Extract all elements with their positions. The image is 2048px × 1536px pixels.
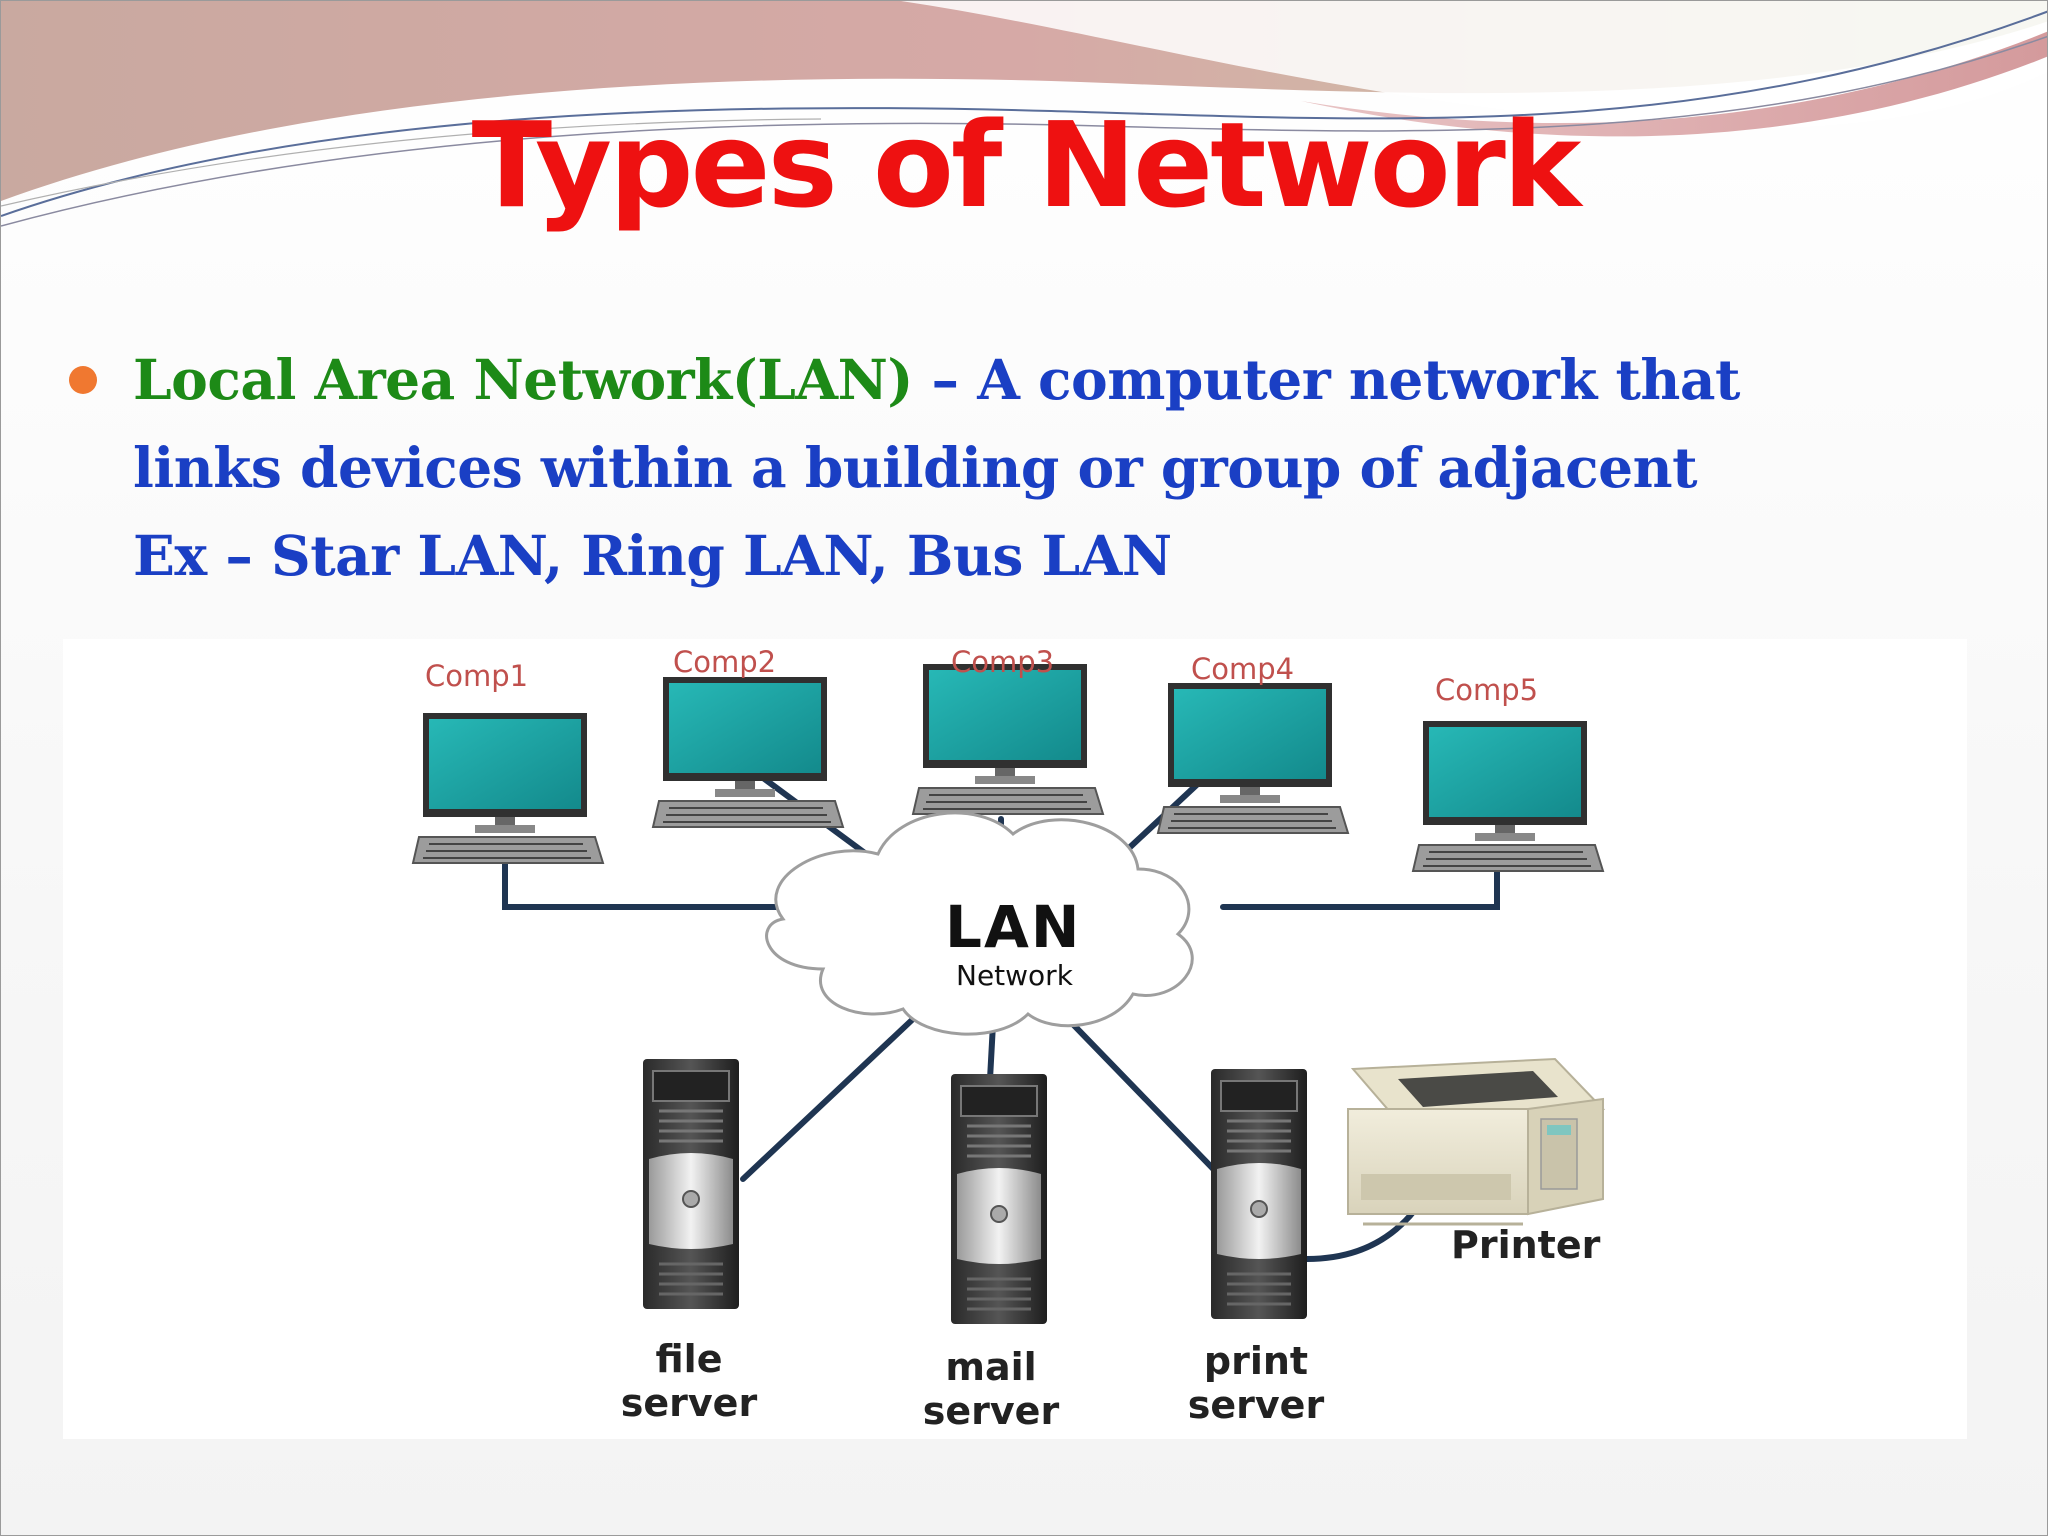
lan-hub-subtitle: Network — [956, 959, 1073, 992]
header-swoosh-decoration — [1, 1, 2047, 227]
file-server-label: file server — [620, 1337, 758, 1425]
bullet-line-2: links devices within a building or group… — [133, 435, 1698, 500]
computer-label-1: Comp1 — [425, 659, 529, 693]
computer-label-4: Comp4 — [1191, 652, 1295, 686]
print-server-label: print server — [1187, 1339, 1325, 1427]
lan-diagram: Comp1 Comp2 Comp3 Comp4 Comp5 LAN Networ… — [63, 639, 1967, 1439]
lan-diagram-graphics — [412, 663, 1606, 1326]
bullet-text: Local Area Network(LAN) – A computer net… — [133, 336, 2033, 600]
computer-label-2: Comp2 — [673, 645, 777, 679]
printer-icon — [1347, 1057, 1606, 1226]
slide-title: Types of Network — [471, 96, 1582, 234]
computer-label-3: Comp3 — [951, 645, 1055, 679]
bullet-line-1: Local Area Network(LAN) – A computer net… — [133, 336, 2033, 424]
lan-hub-title: LAN — [945, 893, 1082, 961]
bullet-icon — [69, 366, 97, 394]
bullet-term: Local Area Network(LAN) — [133, 347, 913, 412]
mail-server-label: mail server — [922, 1345, 1060, 1433]
cloud-icon — [765, 811, 1194, 1036]
computer-label-5: Comp5 — [1435, 673, 1539, 707]
bullet-line-3: Ex – Star LAN, Ring LAN, Bus LAN — [133, 523, 1172, 588]
bullet-description-start: – A computer network that — [912, 347, 1741, 412]
printer-label: Printer — [1451, 1223, 1601, 1267]
